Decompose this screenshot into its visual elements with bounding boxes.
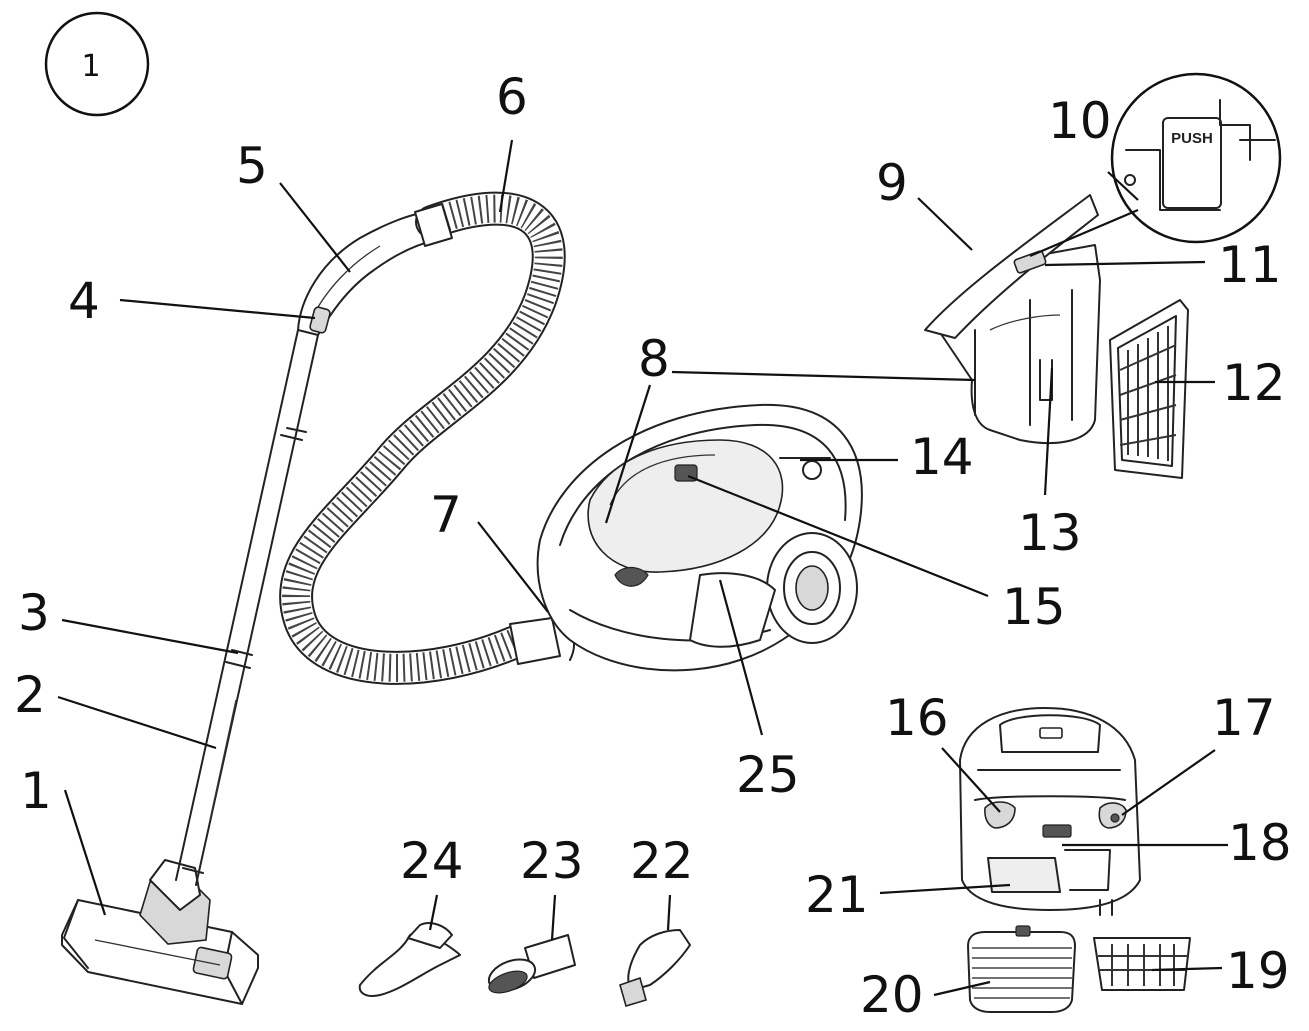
callout-3: 3 (18, 584, 50, 642)
figure-number-badge: 1 (44, 11, 150, 117)
callout-14: 14 (910, 428, 974, 486)
callout-24: 24 (400, 832, 464, 890)
vacuum-main-body (536, 403, 863, 672)
callout-8: 8 (638, 330, 670, 388)
leader-lines (57, 139, 1228, 997)
callout-1: 1 (20, 762, 52, 820)
callout-4: 4 (68, 272, 100, 330)
upholstery-nozzle-24 (358, 922, 461, 997)
dust-container (924, 194, 1101, 444)
callout-17: 17 (1212, 689, 1276, 747)
callout-6: 6 (496, 68, 528, 126)
callout-13: 13 (1018, 504, 1082, 562)
floor-nozzle (61, 859, 259, 1005)
callout-25: 25 (736, 746, 800, 804)
push-button-detail-inset: PUSH (1110, 72, 1282, 244)
callout-23: 23 (520, 832, 584, 890)
hose (279, 191, 575, 685)
callout-9: 9 (876, 154, 908, 212)
callout-5: 5 (236, 137, 268, 195)
callout-15: 15 (1002, 578, 1066, 636)
motor-filter-20 (967, 925, 1076, 1013)
push-label: PUSH (1171, 130, 1213, 147)
callout-7: 7 (430, 486, 462, 544)
callout-11: 11 (1218, 236, 1282, 294)
callout-16: 16 (885, 689, 949, 747)
callout-21: 21 (805, 866, 869, 924)
dusting-brush-23 (487, 934, 576, 994)
callout-19: 19 (1226, 942, 1290, 1000)
callout-22: 22 (630, 832, 694, 890)
figure-number: 1 (81, 49, 100, 84)
hepa-filter (1109, 299, 1189, 479)
callout-2: 2 (14, 666, 46, 724)
crevice-tool-22 (619, 929, 691, 1007)
exhaust-filter-19 (1093, 937, 1191, 991)
callout-18: 18 (1228, 814, 1292, 872)
callout-10: 10 (1048, 92, 1112, 150)
telescopic-tube (175, 329, 319, 886)
rear-view-unit (959, 707, 1141, 916)
callout-12: 12 (1222, 354, 1286, 412)
callout-20: 20 (860, 966, 924, 1024)
callout-labels: 1 2 3 4 5 6 7 8 9 10 11 12 13 14 15 16 1… (14, 68, 1292, 1024)
